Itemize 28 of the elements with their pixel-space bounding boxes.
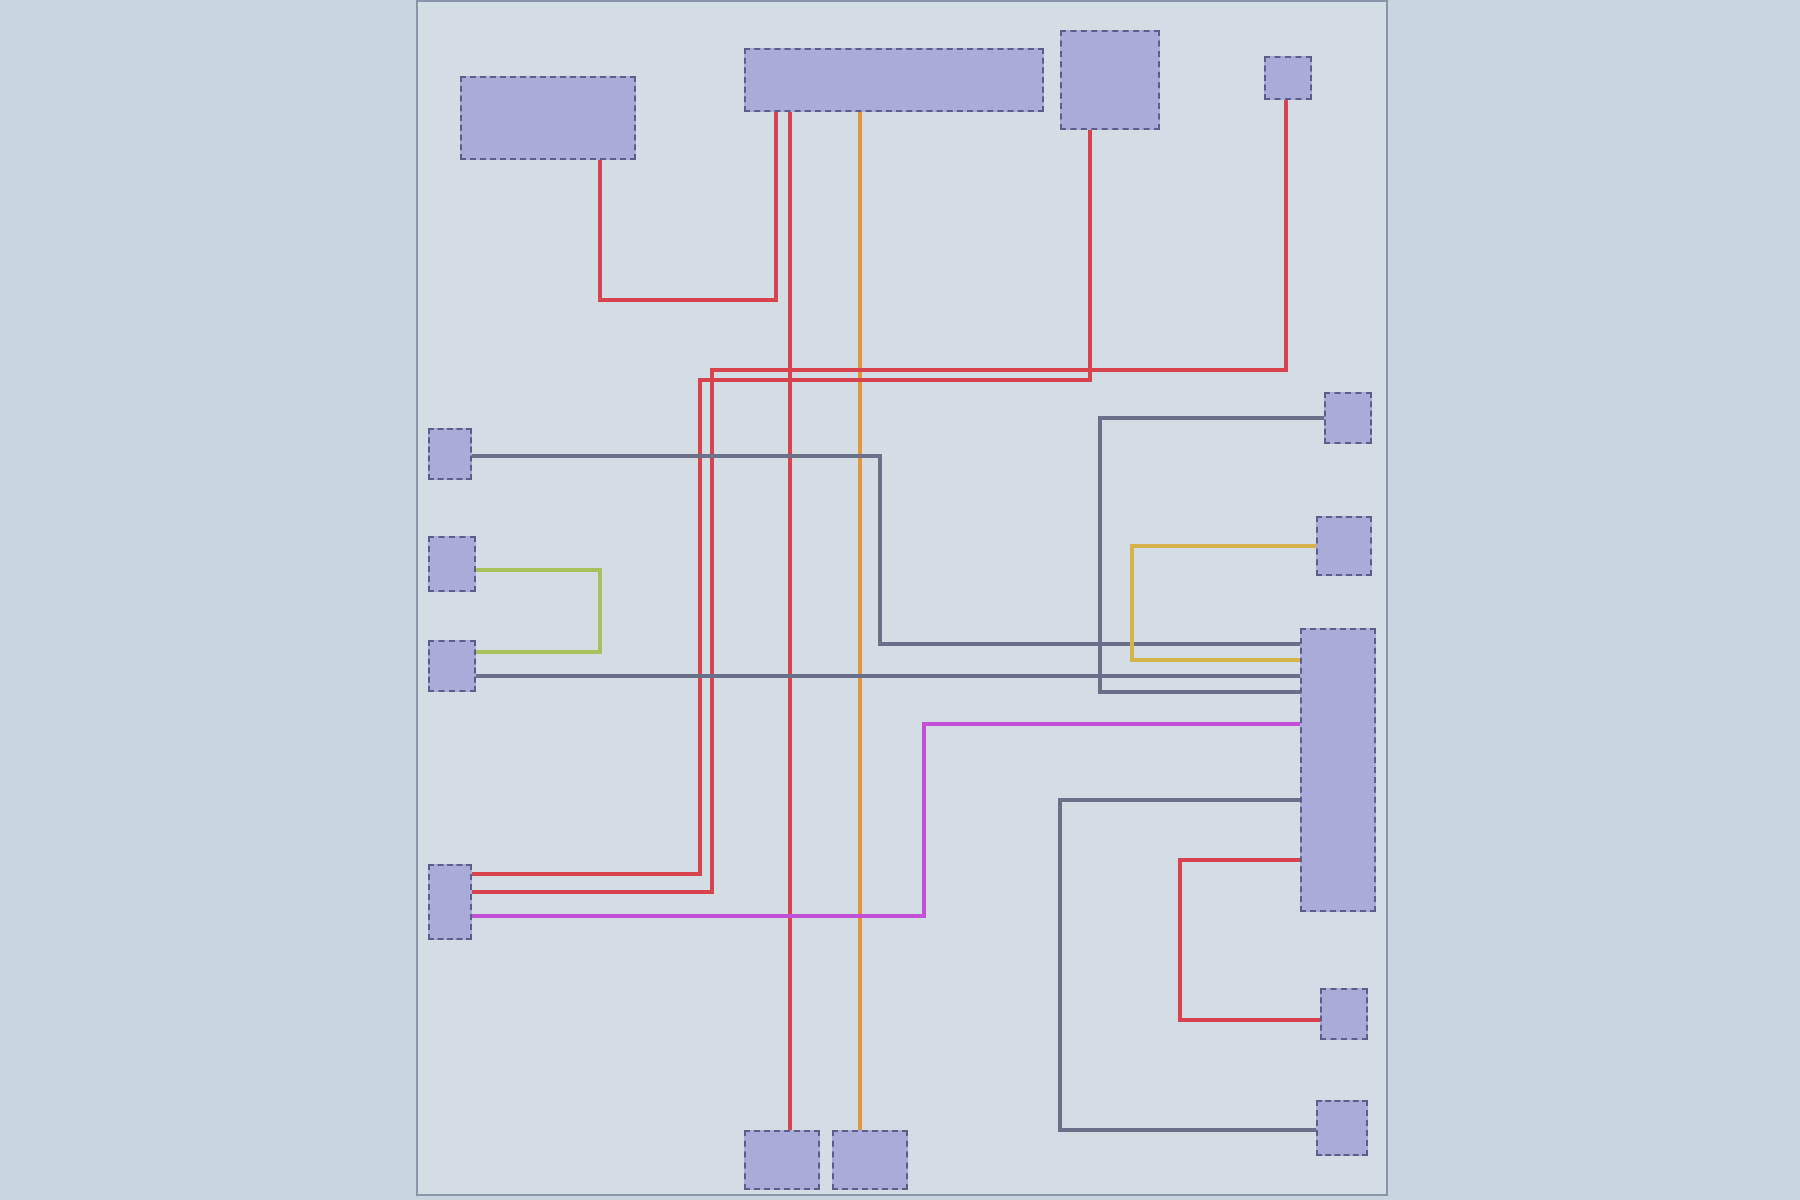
wire <box>476 568 602 654</box>
wire <box>598 112 778 302</box>
wire <box>1058 798 1316 1132</box>
fan-motor-box <box>832 1130 908 1190</box>
fuse-block <box>1264 56 1312 100</box>
sensor-box <box>1316 1100 1368 1156</box>
module-box <box>428 640 476 692</box>
sensor-box <box>1324 392 1372 444</box>
sensor-box <box>428 428 472 480</box>
wire <box>1098 416 1324 694</box>
wire <box>472 130 1092 876</box>
solenoid-box <box>428 536 476 592</box>
connector-box <box>428 864 472 940</box>
wire <box>472 722 1300 918</box>
wire <box>1178 858 1320 1022</box>
control-unit-box <box>1300 628 1376 912</box>
fuse-block <box>1060 30 1160 130</box>
fuse-block <box>744 48 1044 112</box>
wire <box>476 674 1300 678</box>
wire <box>472 454 1300 646</box>
fan-motor-box <box>744 1130 820 1190</box>
relay-box <box>1320 988 1368 1040</box>
wire <box>472 100 1288 894</box>
wire <box>858 112 862 1130</box>
wire <box>788 112 792 1130</box>
wire <box>1130 544 1316 662</box>
relay-box <box>460 76 636 160</box>
sensor-box <box>1316 516 1372 576</box>
